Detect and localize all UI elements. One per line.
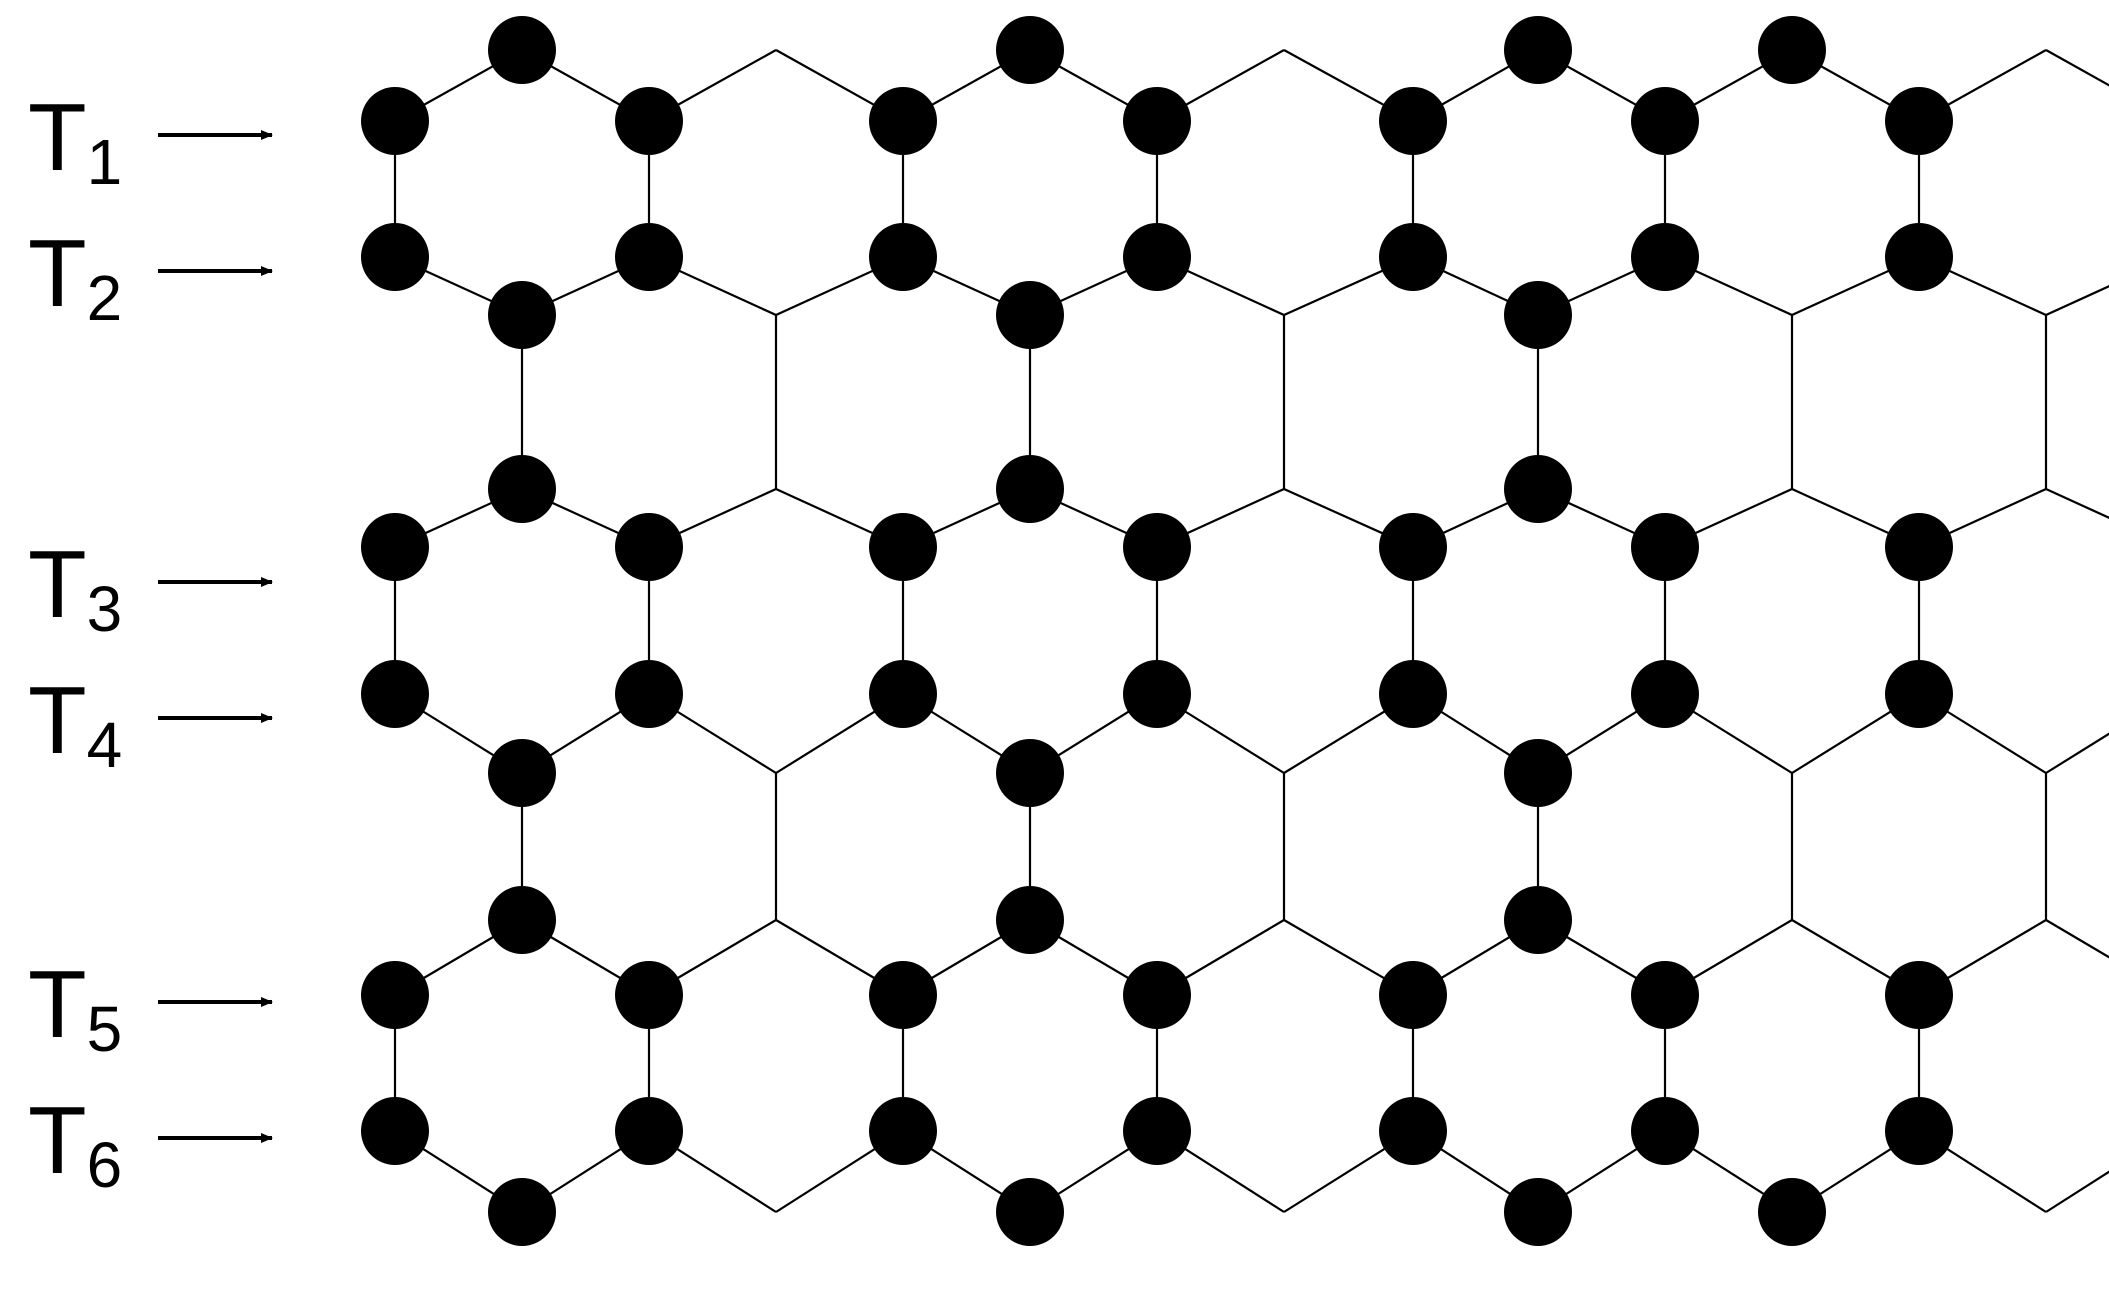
lattice-atom (488, 886, 556, 954)
lattice-atom (1123, 660, 1191, 728)
lattice-atom (488, 281, 556, 349)
lattice-atom (1631, 1097, 1699, 1165)
lattice-atom (1123, 961, 1191, 1029)
lattice-atom (869, 961, 937, 1029)
lattice-atom (361, 87, 429, 155)
lattice-atom (488, 455, 556, 523)
lattice-atom (869, 660, 937, 728)
lattice-atom (869, 223, 937, 291)
lattice-atom (1631, 513, 1699, 581)
lattice-atom (1123, 513, 1191, 581)
row-label-t1-index: 1 (87, 126, 123, 198)
row-label-t3-index: 3 (87, 573, 123, 645)
lattice-atom (1631, 87, 1699, 155)
row-label-t5-index: 5 (87, 993, 123, 1065)
lattice-atom (615, 1097, 683, 1165)
lattice-atom (1504, 281, 1572, 349)
lattice-atom (1504, 16, 1572, 84)
row-label-t2-index: 2 (87, 262, 123, 334)
row-label-t5-letter: T (28, 951, 87, 1058)
row-label-t6-letter: T (28, 1087, 87, 1194)
lattice-atom (996, 739, 1064, 807)
row-label-t6-index: 6 (87, 1129, 123, 1201)
lattice-atom (869, 87, 937, 155)
lattice-atom (1123, 87, 1191, 155)
lattice-atom (1379, 513, 1447, 581)
lattice-atom (869, 513, 937, 581)
lattice-atom (1379, 961, 1447, 1029)
lattice-atom (1885, 513, 1953, 581)
lattice-atom (1379, 1097, 1447, 1165)
lattice-atom (615, 961, 683, 1029)
lattice-atom (361, 223, 429, 291)
row-label-t3: T3 (28, 531, 122, 645)
row-label-t4-index: 4 (87, 709, 123, 781)
lattice-bond (2045, 285, 2109, 317)
row-label-t1: T1 (28, 84, 122, 198)
lattice-atom (1885, 87, 1953, 155)
lattice-atom (1885, 961, 1953, 1029)
row-label-t5: T5 (28, 951, 122, 1065)
row-label-t2-letter: T (28, 220, 87, 327)
lattice-atom (1123, 1097, 1191, 1165)
lattice-atom (361, 660, 429, 728)
lattice-atom (1631, 223, 1699, 291)
lattice-atom (488, 739, 556, 807)
lattice-atom (1758, 16, 1826, 84)
lattice-atom (869, 1097, 937, 1165)
row-label-t6: T6 (28, 1087, 122, 1201)
row-label-t4-letter: T (28, 667, 87, 774)
row-label-t4: T4 (28, 667, 122, 781)
lattice-atom (1379, 660, 1447, 728)
lattice-atom (1885, 223, 1953, 291)
lattice-atom (615, 513, 683, 581)
lattice-atom (1885, 1097, 1953, 1165)
lattice-bond (2045, 1170, 2109, 1213)
lattice-atom (1379, 223, 1447, 291)
lattice-atom (996, 16, 1064, 84)
lattice-bond (2045, 487, 2109, 519)
lattice-atom (996, 455, 1064, 523)
lattice-atom (1123, 223, 1191, 291)
lattice-atom (1504, 886, 1572, 954)
lattice-atom (1758, 1178, 1826, 1246)
row-labels: T1 T2 T3 T4 T5 T6 (28, 84, 273, 1201)
lattice-atom (1504, 455, 1572, 523)
lattice-atom (361, 513, 429, 581)
lattice-atom (615, 87, 683, 155)
lattice-atom (488, 16, 556, 84)
lattice-atom (1504, 739, 1572, 807)
lattice-atom (1504, 1178, 1572, 1246)
lattice-atoms (361, 16, 1953, 1246)
lattice-bond (2045, 49, 2109, 87)
row-label-t2: T2 (28, 220, 122, 334)
lattice-atom (1631, 961, 1699, 1029)
lattice-atom (1885, 660, 1953, 728)
lattice-atom (1379, 87, 1447, 155)
lattice-atom (996, 1178, 1064, 1246)
lattice-atom (361, 961, 429, 1029)
lattice-atom (615, 223, 683, 291)
row-label-t1-letter: T (28, 84, 87, 191)
lattice-atom (1631, 660, 1699, 728)
lattice-atom (996, 281, 1064, 349)
lattice-bond (2045, 919, 2109, 959)
lattice-atom (361, 1097, 429, 1165)
lattice-atom (488, 1178, 556, 1246)
lattice-atom (996, 886, 1064, 954)
lattice-bond (2045, 732, 2109, 774)
row-label-t3-letter: T (28, 531, 87, 638)
lattice-atom (615, 660, 683, 728)
